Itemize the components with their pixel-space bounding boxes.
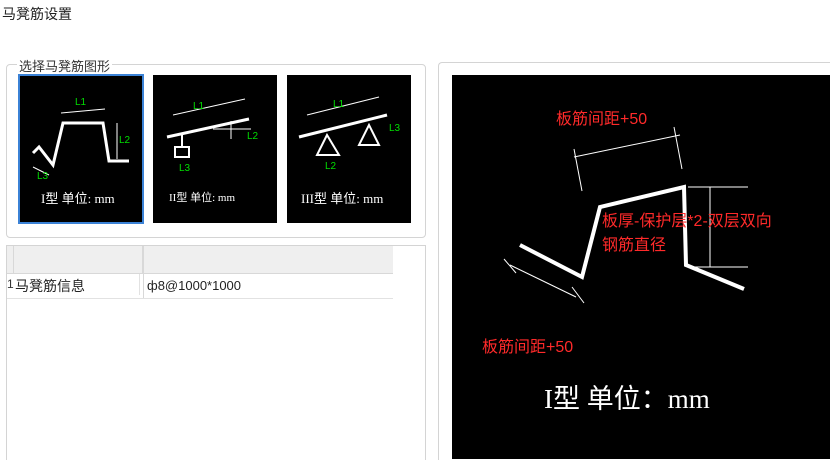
dimension-label-top: 板筋间距+50: [556, 111, 648, 128]
header-name-cell: [14, 246, 143, 273]
dimension-label-bottom: 板筋间距+50: [482, 339, 574, 356]
type-3-l1-label: L1: [333, 99, 345, 110]
dimension-label-right-2: 钢筋直径: [602, 237, 667, 254]
type-1-l3-label: L3: [37, 171, 49, 182]
type-1-caption: I型 单位: mm: [41, 191, 115, 206]
preview-caption: I型 单位：mm: [544, 384, 710, 414]
preview-canvas: 板筋间距+50 板厚-保护层*2-双层双向 钢筋直径 板筋间距+50 I型 单位…: [452, 75, 830, 459]
row-name-cell: 马凳筋信息: [15, 274, 140, 295]
table-header: [7, 246, 393, 274]
shape-option-type-2[interactable]: L1 L2 L3 II型 单位: mm: [153, 75, 277, 223]
type-1-l2-label: L2: [119, 135, 131, 146]
type-3-caption: III型 单位: mm: [301, 191, 383, 206]
row-index: 1: [7, 277, 14, 291]
type-2-l1-label: L1: [193, 101, 205, 112]
table-row[interactable]: 1 马凳筋信息 ф8@1000*1000: [7, 274, 393, 299]
type-2-thumbnail-icon: L1 L2 L3 II型 单位: mm: [166, 98, 259, 204]
type-1-l1-label: L1: [75, 97, 87, 108]
type-3-l3-label: L3: [389, 123, 401, 134]
property-table: 1 马凳筋信息 ф8@1000*1000: [6, 245, 426, 460]
type-2-caption: II型 单位: mm: [169, 190, 235, 204]
type-3-l2-label: L2: [325, 161, 337, 172]
dialog-title: 马凳筋设置: [2, 6, 72, 22]
type-1-thumbnail-icon: L1 L2 L3 I型 单位: mm: [31, 97, 131, 206]
type-3-thumbnail-icon: L1 L3 L2 III型 单位: mm: [298, 96, 401, 206]
dimension-label-right-1: 板厚-保护层*2-双层双向: [602, 213, 772, 230]
row-value-cell[interactable]: ф8@1000*1000: [147, 278, 242, 293]
shape-selection-group: 选择马凳筋图形 L1 L2 L3 I型 单位: mm L1 L2 L3 II型 …: [6, 56, 426, 238]
type-2-l2-label: L2: [247, 131, 259, 142]
type-2-l3-label: L3: [179, 163, 191, 174]
preview-diagram-icon: [503, 126, 748, 304]
header-index-cell: [7, 246, 14, 273]
column-divider: [143, 246, 144, 298]
shape-option-type-3[interactable]: L1 L3 L2 III型 单位: mm: [287, 75, 411, 223]
shape-group-legend: 选择马凳筋图形: [17, 56, 113, 75]
shape-option-type-1[interactable]: L1 L2 L3 I型 单位: mm: [18, 74, 144, 224]
